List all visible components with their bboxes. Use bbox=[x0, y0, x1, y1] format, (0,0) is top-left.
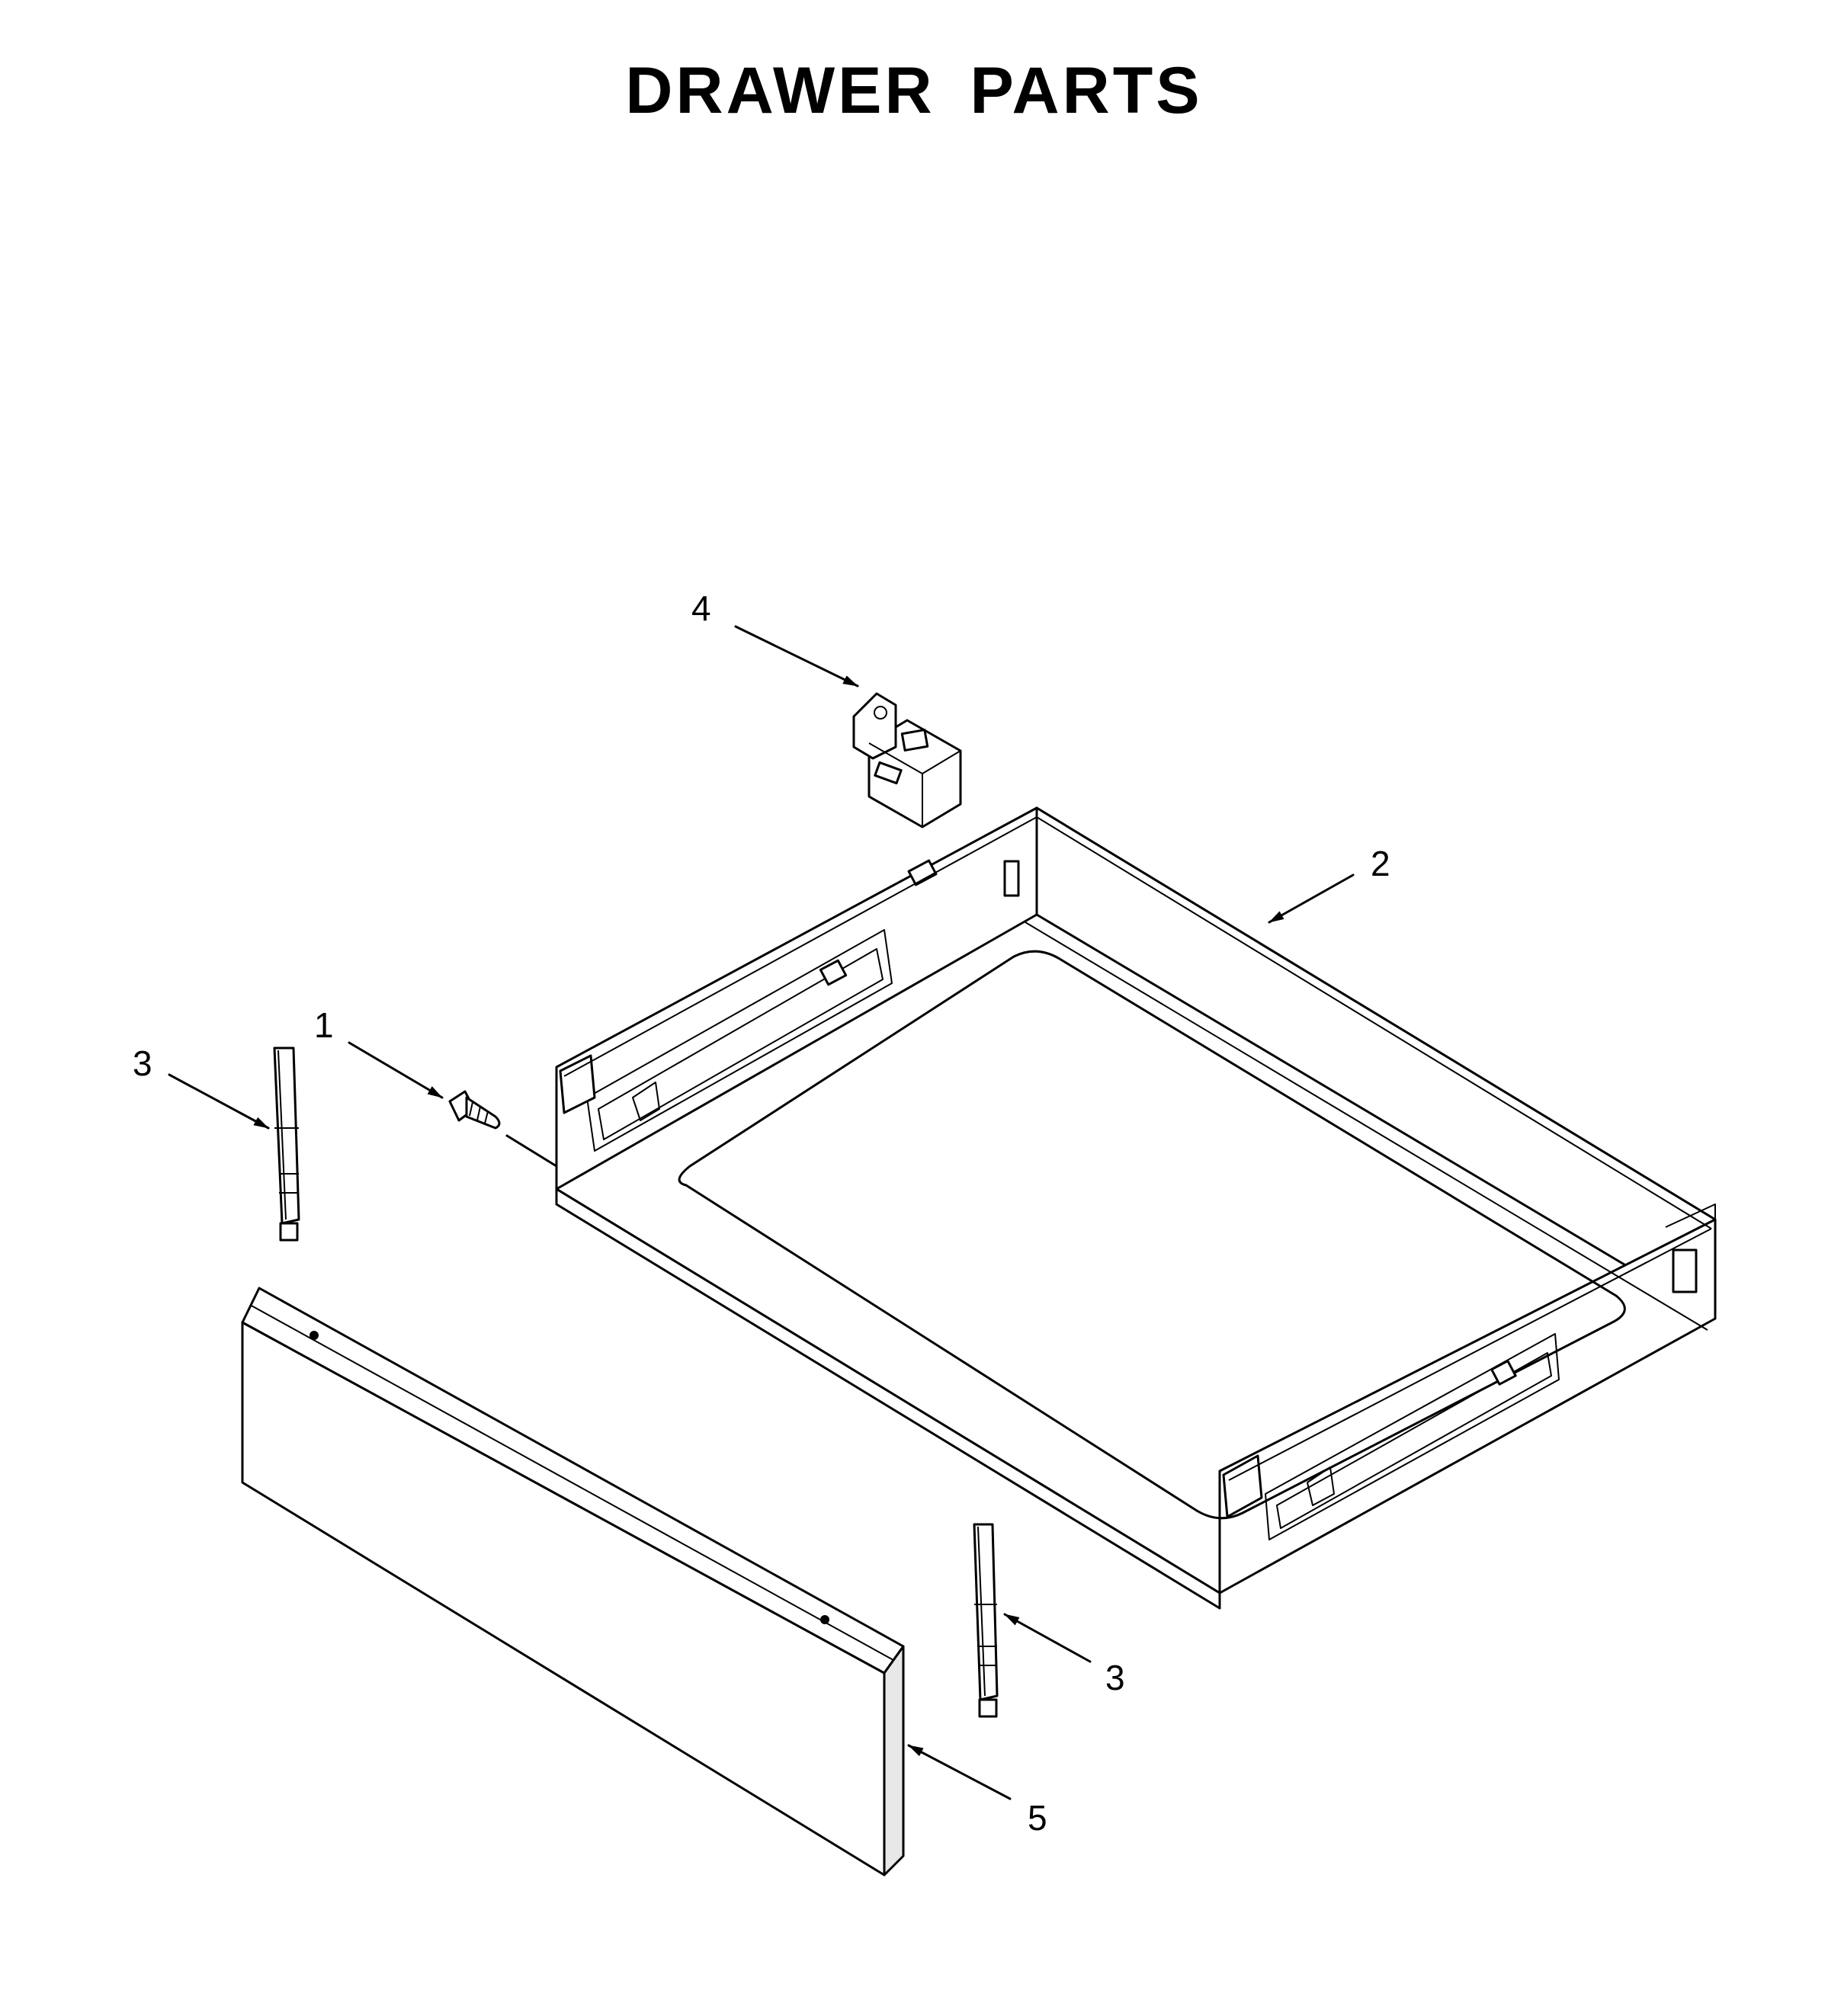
callout-1: 1 bbox=[314, 1005, 334, 1045]
leader-arrows bbox=[168, 625, 1355, 1800]
drawer-slide-right bbox=[973, 1523, 999, 1718]
drawer-front-panel bbox=[241, 1287, 905, 1877]
callout-4: 4 bbox=[691, 588, 711, 628]
leader-2 bbox=[1268, 873, 1355, 924]
page-title: DRAWER PARTS bbox=[625, 54, 1203, 127]
leader-3b bbox=[1003, 1613, 1092, 1663]
leader-1 bbox=[348, 1041, 444, 1099]
callout-2: 2 bbox=[1371, 844, 1390, 883]
screw bbox=[448, 1090, 501, 1130]
leader-5 bbox=[907, 1744, 1012, 1800]
callout-3-left: 3 bbox=[133, 1043, 152, 1083]
drawer-body bbox=[555, 806, 1717, 1610]
drawer-bracket bbox=[852, 692, 962, 829]
leader-3a bbox=[168, 1073, 270, 1130]
leader-4 bbox=[734, 625, 859, 687]
leader-1-shaft bbox=[505, 1134, 558, 1168]
drawer-slide-left bbox=[273, 1046, 300, 1242]
callout-5: 5 bbox=[1028, 1798, 1047, 1838]
callout-3-right: 3 bbox=[1105, 1658, 1125, 1697]
